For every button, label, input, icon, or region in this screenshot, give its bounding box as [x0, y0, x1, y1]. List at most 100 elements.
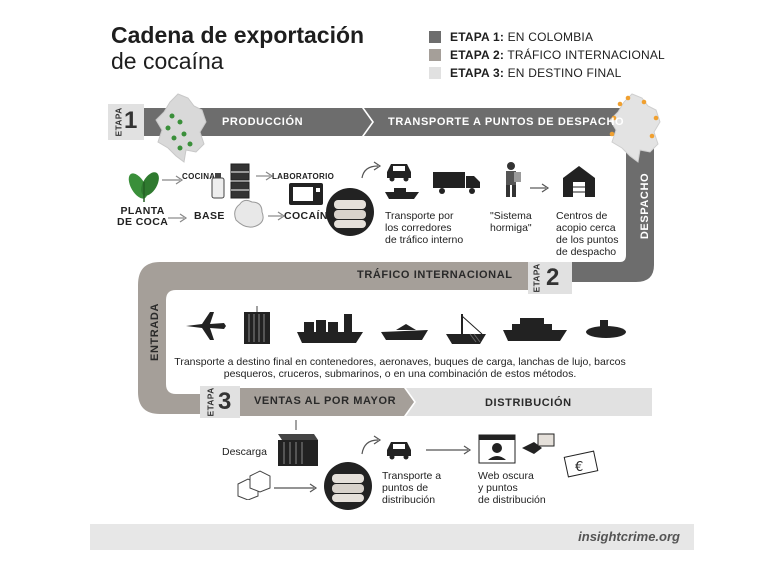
text-line: puntos de [382, 482, 429, 494]
stage2-tag [528, 262, 572, 294]
dark-web-icon [478, 434, 516, 464]
bar-label-ventas: VENTAS AL POR MAYOR [254, 395, 397, 407]
legend-label: EN DESTINO FINAL [504, 66, 622, 80]
planta-line1: PLANTA [120, 205, 165, 217]
barrels-icon [230, 163, 250, 199]
text-line: Web oscura [478, 470, 534, 482]
stage3-tag-word: ETAPA [205, 387, 216, 417]
fishing-boat-icon [446, 314, 486, 344]
descarga-label: Descarga [222, 446, 267, 458]
arrow-icon [268, 211, 286, 221]
base-label: BASE [194, 210, 225, 222]
arrow-icon [426, 445, 472, 455]
car-icon [387, 442, 411, 460]
side-label-entrada: ENTRADA [148, 303, 161, 361]
text-line: de distribución [478, 494, 546, 506]
text-line: distribución [382, 494, 436, 506]
bar-label-produccion: PRODUCCIÓN [222, 116, 304, 128]
stage2-tag-number: 2 [546, 264, 560, 291]
side-label-despacho: DESPACHO [639, 172, 652, 240]
transport-distribution-text: Transporte a puntos de distribución [382, 470, 441, 506]
text-line: de los puntos [556, 234, 619, 246]
stage3-tag [200, 386, 240, 418]
centros-text: Centros de acopio cerca de los puntos de… [556, 210, 618, 258]
international-transport-text: Transporte a destino final en contenedor… [160, 356, 640, 380]
text-line: Transporte a destino final en contenedor… [174, 356, 626, 368]
smuggler-person-icon [506, 162, 521, 197]
microwave-icon [289, 183, 323, 205]
base-powder-icon [234, 199, 264, 228]
text-line: los corredores [385, 222, 452, 234]
cocina-label: COCINA [182, 172, 216, 181]
text-line: pesqueros, cruceros, submarinos, o en un… [223, 368, 577, 380]
planta-label: PLANTA DE COCA [117, 206, 168, 228]
footer-bar: insightcrime.org [90, 524, 694, 550]
unloading-container-icon [278, 420, 318, 466]
stage1-tag-number: 1 [124, 107, 138, 134]
stage3-distribution-bar [406, 388, 652, 416]
text-line: acopio cerca [556, 222, 616, 234]
production-arrows [162, 175, 188, 223]
page-subtitle: de cocaína [111, 48, 224, 74]
transport-corridors-text: Transporte por los corredores de tráfico… [385, 210, 463, 246]
curve-arrow-icon [361, 161, 382, 179]
source-label: insightcrime.org [578, 529, 680, 544]
arrow-icon [530, 183, 550, 193]
car-icon [387, 164, 411, 182]
colombia-map-production [155, 93, 207, 163]
legend-swatch [429, 49, 441, 61]
legend-label: EN COLOMBIA [504, 30, 594, 44]
cocaine-bricks-icon [326, 188, 374, 236]
legend-swatch [429, 31, 441, 43]
drug-exchange-icon [522, 433, 555, 454]
container-icon [244, 306, 270, 344]
text-line: de tráfico interno [385, 234, 464, 246]
page-title: Cadena de exportación [111, 22, 365, 48]
legend: ETAPA 1: EN COLOMBIA ETAPA 2: TRÁFICO IN… [429, 28, 665, 82]
airplane-icon [186, 312, 226, 340]
text-line: hormiga" [490, 222, 532, 234]
stage3-tag-number: 3 [218, 388, 232, 415]
stage1-transport-bar [364, 108, 620, 136]
gasoline-can-icon [211, 173, 225, 199]
truck-icon [433, 172, 480, 194]
cargo-ship-icon [297, 314, 363, 343]
stage3-wholesale-bar [200, 388, 414, 416]
submarine-icon [586, 320, 626, 338]
web-distribution-text: Web oscura y puntos de distribución [478, 470, 546, 506]
legend-label-bold: ETAPA 2: [450, 48, 505, 62]
boat-icon [385, 188, 419, 199]
text-line: de despacho [556, 246, 617, 258]
legend-label-bold: ETAPA 3: [450, 66, 505, 80]
cocaina-label: COCAÍNA [284, 210, 336, 222]
legend-item-stage3: ETAPA 3: EN DESTINO FINAL [429, 64, 665, 82]
warehouse-icon [563, 166, 595, 197]
planta-line2: DE COCA [117, 216, 169, 228]
bar-label-transporte: TRANSPORTE A PUNTOS DE DESPACHO [388, 116, 625, 128]
arrow-icon [274, 483, 318, 493]
legend-label-bold: ETAPA 1: [450, 30, 505, 44]
text-line: "Sistema [490, 210, 532, 222]
hormiga-text: "Sistema hormiga" [490, 210, 532, 234]
legend-swatch [429, 67, 441, 79]
arrow-icon [256, 171, 274, 181]
curve-arrow-icon [361, 435, 382, 455]
stage1-tag [108, 104, 144, 140]
svg-text:€: € [575, 460, 583, 475]
coca-leaf-icon [128, 172, 159, 202]
cocaine-bricks-icon [324, 462, 372, 510]
cruise-ship-icon [503, 318, 567, 341]
legend-label: TRÁFICO INTERNACIONAL [504, 48, 665, 62]
bar-label-distribucion: DISTRIBUCIÓN [485, 397, 572, 409]
stage2-traffic-band [138, 262, 560, 414]
bar-label-trafico: TRÁFICO INTERNACIONAL [357, 269, 513, 281]
speedboat-icon [381, 324, 428, 340]
legend-item-stage2: ETAPA 2: TRÁFICO INTERNACIONAL [429, 46, 665, 64]
stage2-tag-word: ETAPA [531, 263, 542, 293]
colombia-map-dispatch [609, 93, 661, 163]
legend-item-stage1: ETAPA 1: EN COLOMBIA [429, 28, 665, 46]
text-line: Transporte por [385, 210, 454, 222]
euro-money-icon: € [563, 450, 599, 478]
stage1-tag-word: ETAPA [113, 107, 124, 137]
text-line: Transporte a [382, 470, 442, 482]
